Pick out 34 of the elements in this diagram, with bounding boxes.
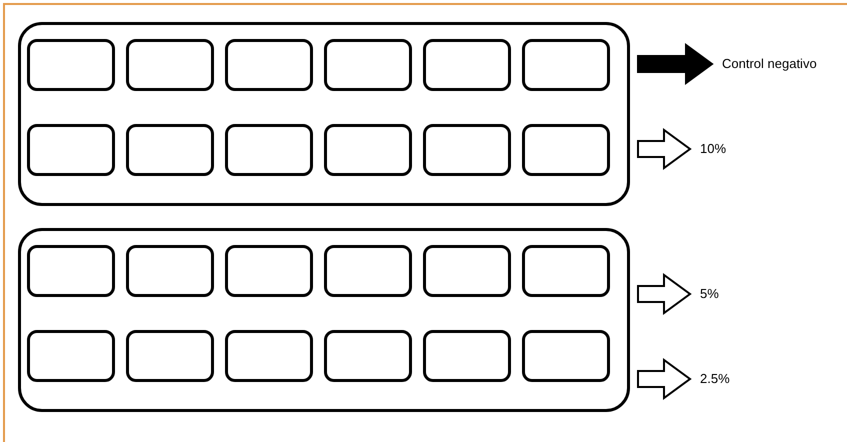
well [324,330,412,382]
well [225,245,313,297]
well [27,245,115,297]
well [126,245,214,297]
well [27,39,115,91]
well [423,245,511,297]
well [522,245,610,297]
well [126,330,214,382]
block-arrow [637,358,692,400]
row-label: 10% [700,140,726,158]
well [522,39,610,91]
block-arrow [637,273,692,315]
well [423,330,511,382]
well [27,124,115,176]
row-label: 5% [700,285,719,304]
well [324,39,412,91]
well [522,124,610,176]
block-arrow [637,128,692,170]
row-label: 2.5% [700,370,730,388]
well [225,39,313,91]
well [126,39,214,91]
well [423,39,511,91]
plate [18,22,630,206]
well [225,330,313,382]
well [324,245,412,297]
well [522,330,610,382]
block-arrow [637,43,714,85]
row-label: Control negativo [722,55,817,74]
well [324,124,412,176]
well [225,124,313,176]
plate [18,228,630,412]
well [423,124,511,176]
well [126,124,214,176]
well [27,330,115,382]
